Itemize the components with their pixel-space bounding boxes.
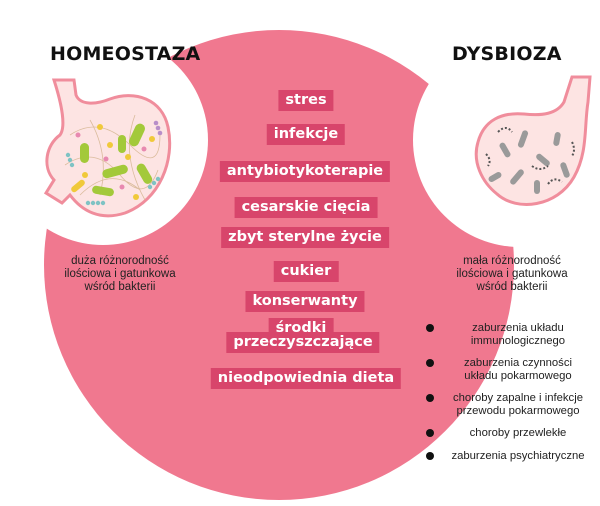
caption-line: duża różnorodność <box>71 255 169 267</box>
caption-line: ilościowa i gatunkowa <box>456 268 568 280</box>
factor-label: nieodpowiednia dieta <box>210 368 402 389</box>
bullet-icon <box>426 394 434 402</box>
caption-line: wśród bakterii <box>84 281 156 293</box>
factor-label: cesarskie cięcia <box>234 197 378 218</box>
factor-label: stres <box>278 90 334 111</box>
factor-label: cukier <box>273 261 339 282</box>
effect-line: przewodu pokarmowego <box>456 404 580 417</box>
effect-line: choroby przewlekłe <box>469 427 567 439</box>
effect-line: zaburzenia czynności <box>463 357 572 369</box>
caption-line: wśród bakterii <box>476 281 548 293</box>
effect-line: zaburzenia układu <box>472 322 564 334</box>
caption-line: ilościowa i gatunkowa <box>64 268 176 280</box>
effect-item: choroby zapalne i infekcje przewodu poka… <box>426 392 598 417</box>
effect-item: zaburzenia układu immunologicznego <box>426 322 598 347</box>
bullet-icon <box>426 324 434 332</box>
factor-label: infekcje <box>266 124 346 145</box>
dysbiosis-caption: mała różnorodność ilościowa i gatunkowa … <box>432 255 592 294</box>
bullet-icon <box>426 429 434 437</box>
factor-label: antybiotykoterapie <box>219 161 391 182</box>
homeostasis-title: HOMEOSTAZA <box>50 43 201 65</box>
bullet-icon <box>426 451 434 460</box>
healthy-stomach-icon <box>43 78 172 218</box>
effect-line: zaburzenia psychiatryczne <box>451 449 585 462</box>
factor-label: zbyt sterylne życie <box>221 227 389 248</box>
effect-line: układu pokarmowego <box>464 369 572 382</box>
dysbiosis-title: DYSBIOZA <box>452 43 562 65</box>
effect-item: choroby przewlekłe <box>426 427 598 440</box>
factor-label: konserwanty <box>245 291 365 312</box>
factor-label: przeczyszczające <box>226 332 380 353</box>
effect-line: immunologicznego <box>470 334 566 347</box>
effect-line: choroby zapalne i infekcje <box>453 392 583 404</box>
effect-item: zaburzenia czynności układu pokarmowego <box>426 357 598 382</box>
caption-line: mała różnorodność <box>463 255 561 267</box>
dysbiosis-stomach-icon <box>474 75 592 206</box>
homeostasis-caption: duża różnorodność ilościowa i gatunkowa … <box>40 255 200 294</box>
bullet-icon <box>426 359 434 367</box>
effects-list: zaburzenia układu immunologicznego zabur… <box>426 322 598 472</box>
effect-item: zaburzenia psychiatryczne <box>426 450 598 463</box>
